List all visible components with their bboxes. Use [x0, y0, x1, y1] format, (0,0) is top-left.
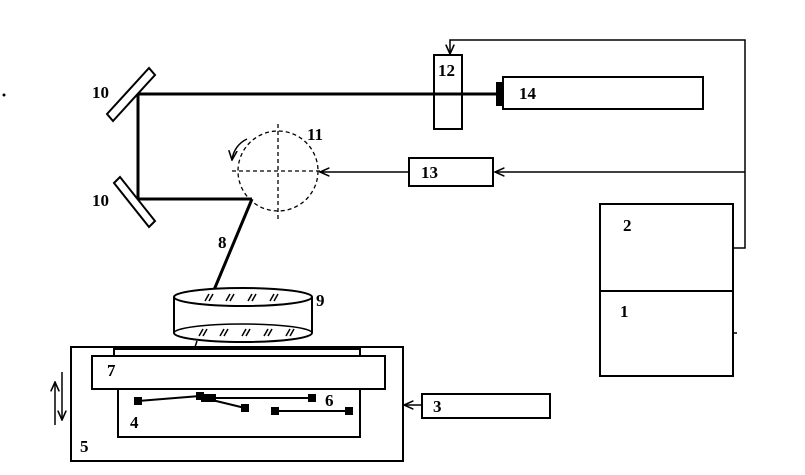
laser-14: 14	[496, 76, 704, 110]
lens-9: 9	[173, 287, 325, 354]
driver-13: 13	[320, 157, 494, 187]
label-5: 5	[80, 437, 89, 456]
label-14: 14	[519, 84, 537, 103]
computer-unit: 2 1	[599, 203, 734, 377]
label-7: 7	[107, 361, 116, 380]
stage-7: 7	[91, 355, 386, 390]
lens-glass-hatching	[198, 293, 295, 337]
label-4: 4	[130, 413, 139, 432]
controller-3: 3	[404, 393, 551, 419]
mirror-top: 10	[92, 66, 157, 123]
heater-4: 4	[117, 389, 361, 438]
label-8: 8	[218, 233, 227, 252]
laser-beam-path	[136, 92, 497, 291]
label-6: 6	[325, 391, 334, 410]
label-3: 3	[433, 397, 442, 416]
label-1: 1	[620, 302, 629, 321]
mirror-bottom: 10	[92, 175, 157, 229]
modulator-12: 12	[433, 54, 463, 130]
label-13: 13	[421, 163, 438, 182]
stray-dot	[2, 93, 6, 97]
label-2: 2	[623, 216, 632, 235]
label-12: 12	[438, 61, 455, 80]
heating-elements-6: 6	[134, 391, 353, 415]
scanner-11: 11	[232, 124, 324, 220]
label-11: 11	[307, 125, 323, 144]
label-10-top: 10	[92, 83, 109, 102]
label-10-bottom: 10	[92, 191, 109, 210]
control-wiring	[450, 39, 746, 249]
label-9: 9	[316, 291, 325, 310]
